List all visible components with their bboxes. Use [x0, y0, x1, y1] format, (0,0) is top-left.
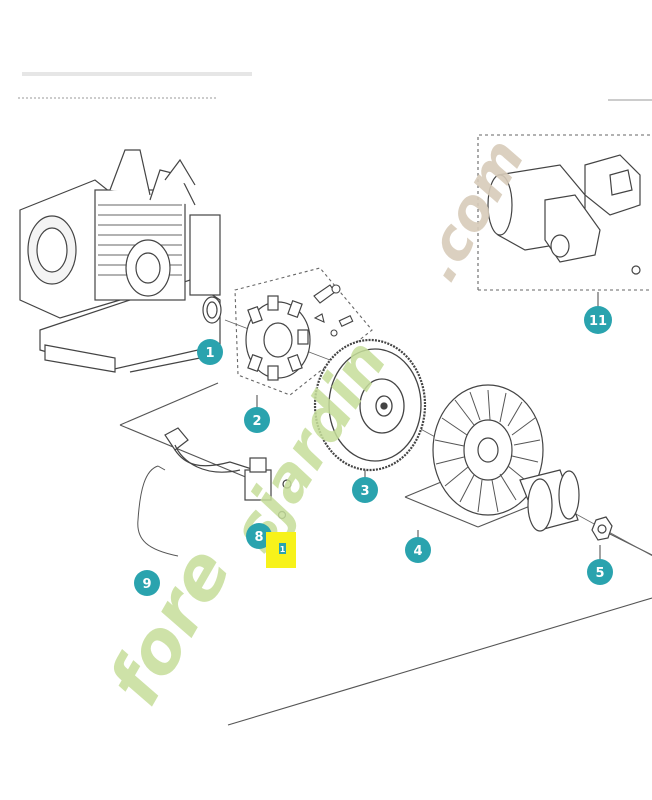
dashed-group-boxes: [234, 134, 652, 396]
callout-1-label: 1: [205, 346, 214, 361]
cooling-fan-drawing: [432, 384, 544, 516]
stator-group-box: [234, 267, 373, 396]
callout-8-label: 8: [254, 530, 263, 545]
flywheel-drawing: [313, 338, 427, 472]
stator-drawing: [245, 295, 311, 381]
callout-11-label: 11: [589, 314, 607, 329]
callout-2-label: 2: [252, 414, 261, 429]
callout-8[interactable]: 8: [246, 523, 272, 549]
nut-drawing: [591, 516, 613, 541]
starter-group-box: [477, 134, 652, 290]
highlight-tag: [279, 543, 286, 554]
callout-4-label: 4: [413, 544, 422, 559]
callout-9[interactable]: 9: [134, 570, 160, 596]
callout-11[interactable]: 11: [584, 306, 612, 334]
callout-3[interactable]: 3: [352, 477, 378, 503]
callout-4[interactable]: 4: [405, 537, 431, 563]
callout-1[interactable]: 1: [197, 339, 223, 365]
ignition-coil-drawing: [164, 427, 292, 520]
ignition-wire-drawing: [137, 465, 179, 557]
fan-cup-drawing: [519, 469, 580, 532]
starter-motor-drawing: [487, 154, 641, 275]
highlight-marker[interactable]: 1: [266, 532, 296, 568]
stator-hardware-drawing: [313, 284, 354, 337]
callout-2[interactable]: 2: [244, 407, 270, 433]
header-smudge: [22, 72, 252, 76]
highlight-label: 1: [280, 545, 286, 554]
oil-seal-drawing: [202, 296, 222, 324]
callout-5-label: 5: [595, 566, 604, 581]
callout-5[interactable]: 5: [587, 559, 613, 585]
engine-block-drawing: [19, 149, 221, 373]
callout-9-label: 9: [142, 577, 151, 592]
watermark-part-a: fore: [92, 533, 247, 718]
callout-3-label: 3: [360, 484, 369, 499]
